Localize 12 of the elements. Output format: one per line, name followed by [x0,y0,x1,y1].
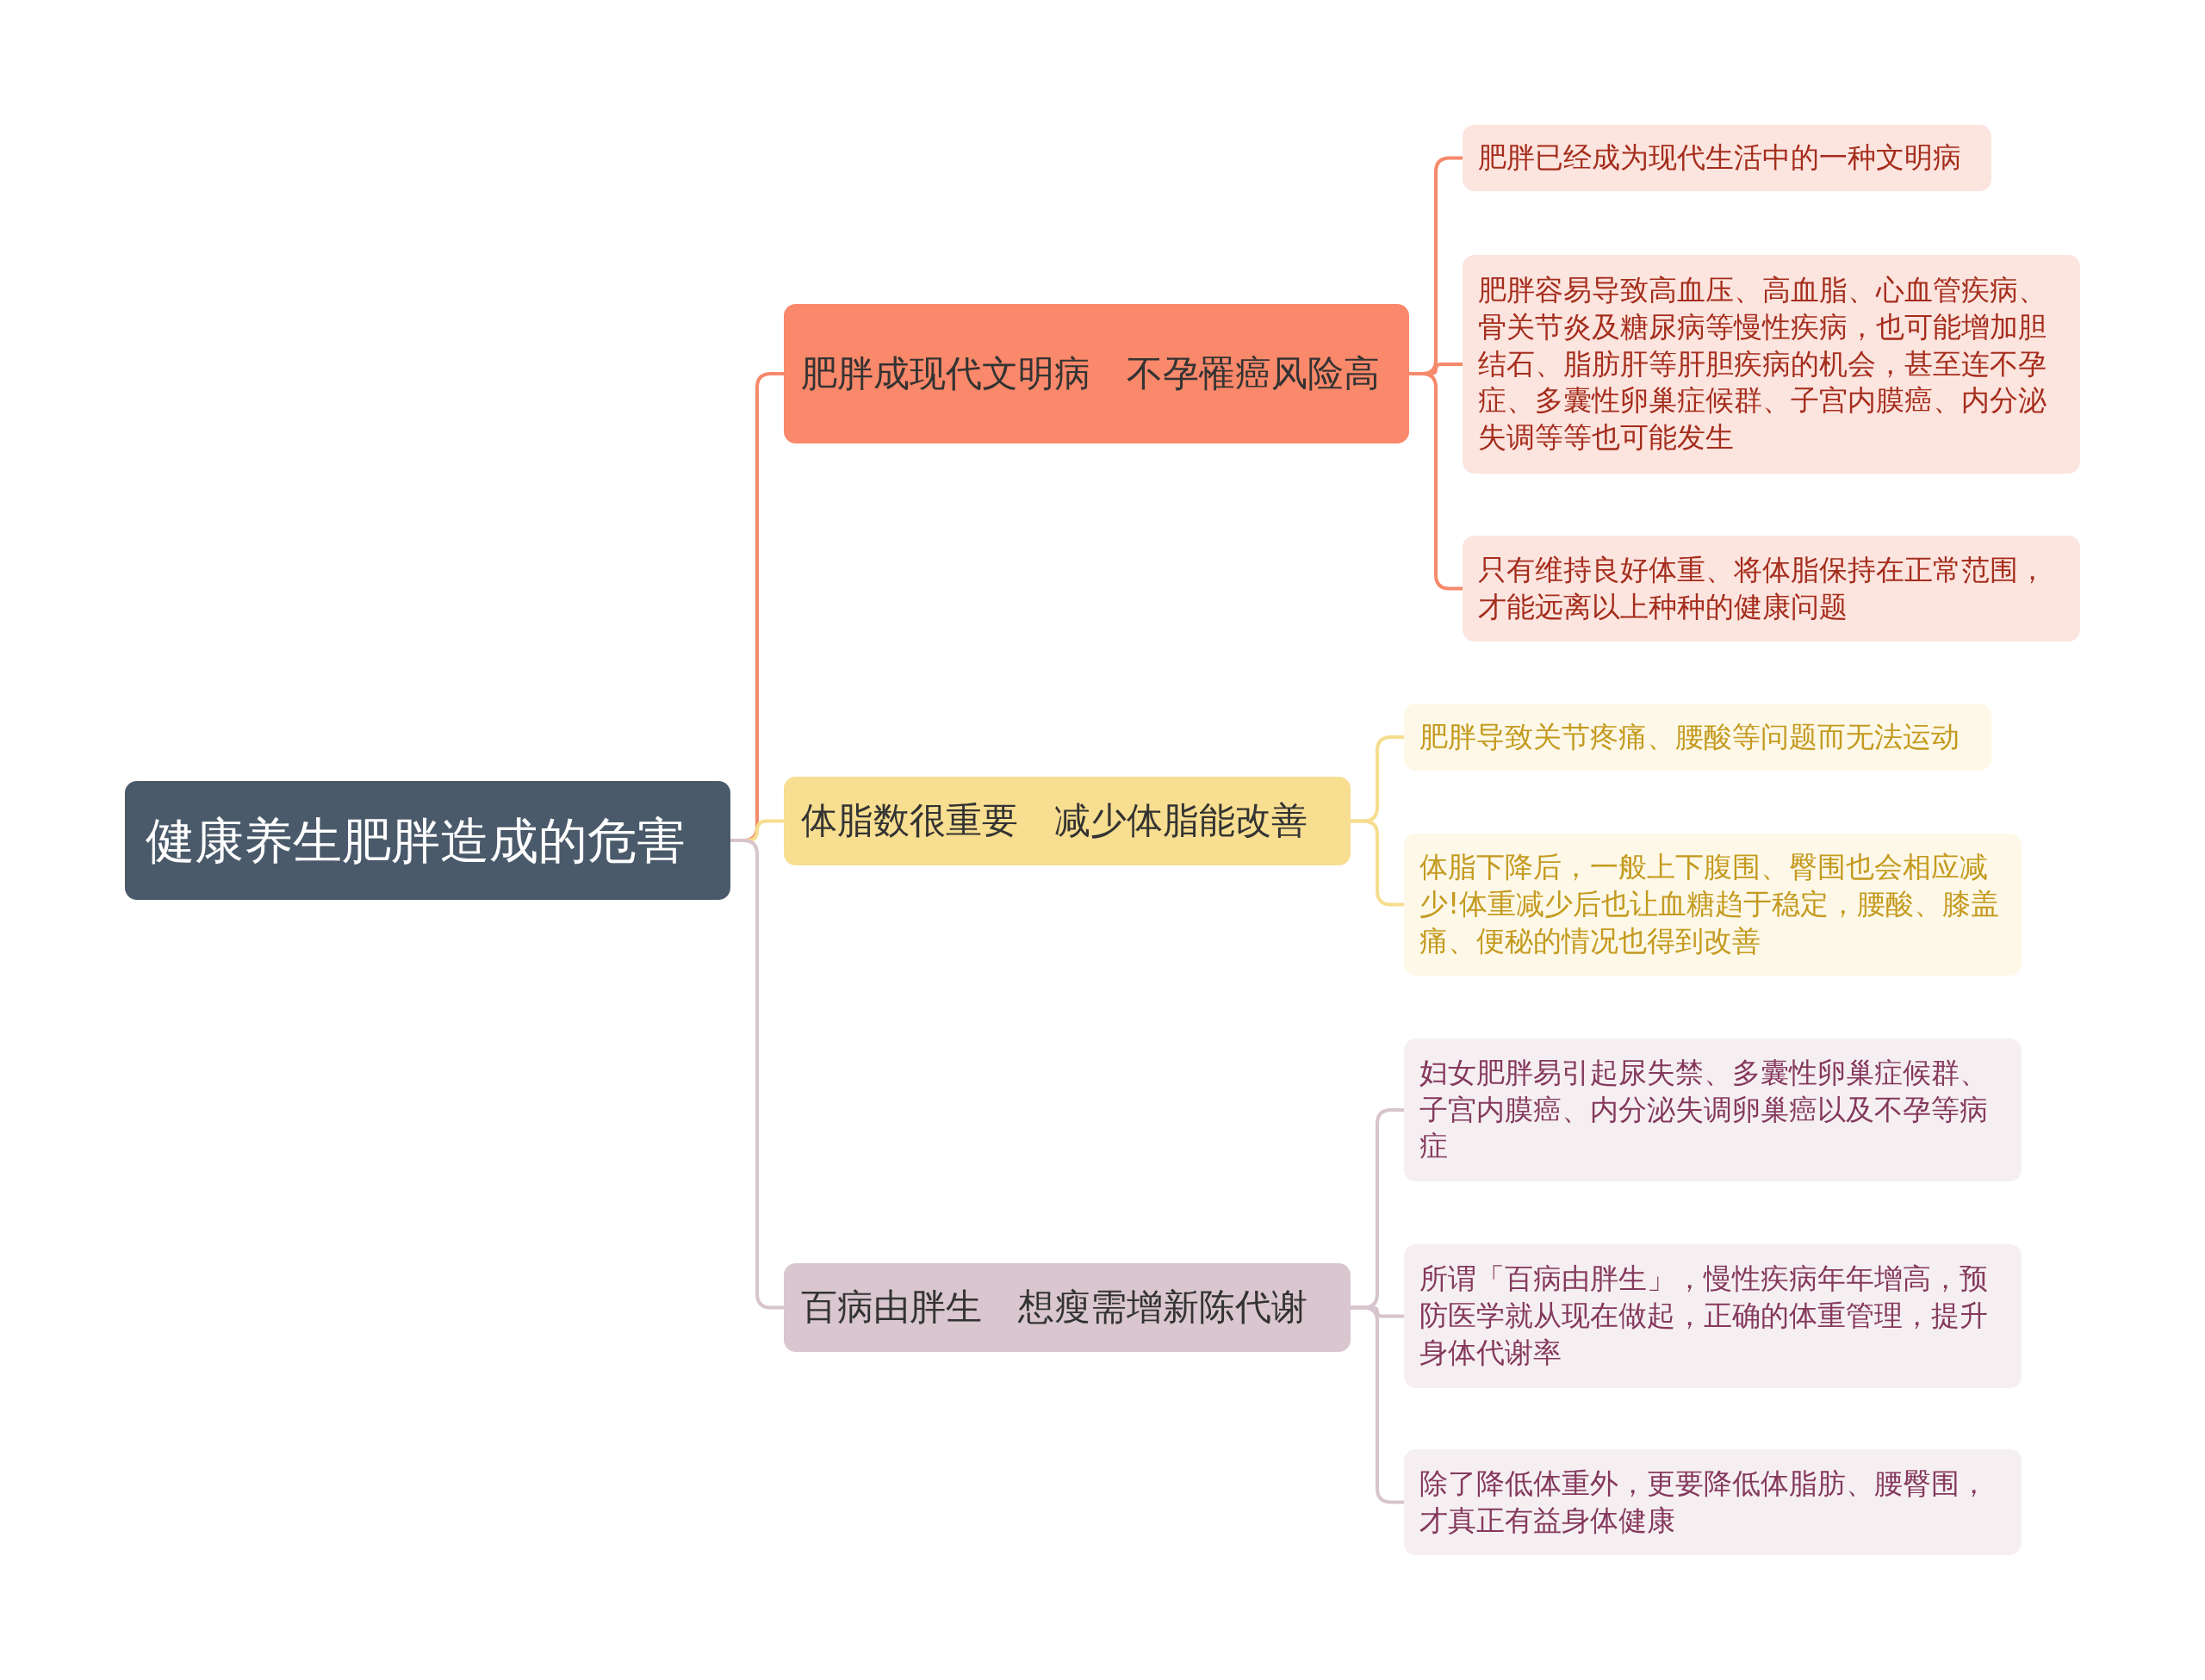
subtopic-box: 体脂下降后，一般上下腹围、臀围也会相应减少!体重减少后也让血糖趋于稳定，腰酸、膝盖痛、便秘的情况也得到改善 [1404,834,2022,976]
topic-box: 肥胖成现代文明病 不孕罹癌风险高 [784,304,1409,443]
central-topic-box: 健康养生肥胖造成的危害 [125,781,730,900]
topic-box: 体脂数很重要 减少体脂能改善 [784,777,1351,865]
subtopic-box: 所谓「百病由胖生」，慢性疾病年年增高，预防医学就从现在做起，正确的体重管理，提升身体代谢率 [1404,1244,2022,1388]
subtopic-box: 肥胖已经成为现代生活中的一种文明病 [1463,125,1991,191]
subtopic-box: 只有维持良好体重、将体脂保持在正常范围，才能远离以上种种的健康问题 [1463,536,2080,642]
topic-box: 百病由胖生 想瘦需增新陈代谢 [784,1263,1351,1352]
subtopic-box: 肥胖导致关节疼痛、腰酸等问题而无法运动 [1404,704,1991,771]
subtopic-box: 肥胖容易导致高血压、高血脂、心血管疾病、骨关节炎及糖尿病等慢性疾病，也可能增加胆结石、脂肪肝等肝胆疾病的机会，甚至连不孕症、多囊性卵巢症候群、子宫内膜癌、内分泌失调等等也可能发生 [1463,255,2080,474]
subtopic-box: 除了降低体重外，更要降低体脂肪、腰臀围，才真正有益身体健康 [1404,1449,2022,1555]
subtopic-box: 妇女肥胖易引起尿失禁、多囊性卵巢症候群、子宫内膜癌、内分泌失调卵巢癌以及不孕等病症 [1404,1038,2022,1181]
